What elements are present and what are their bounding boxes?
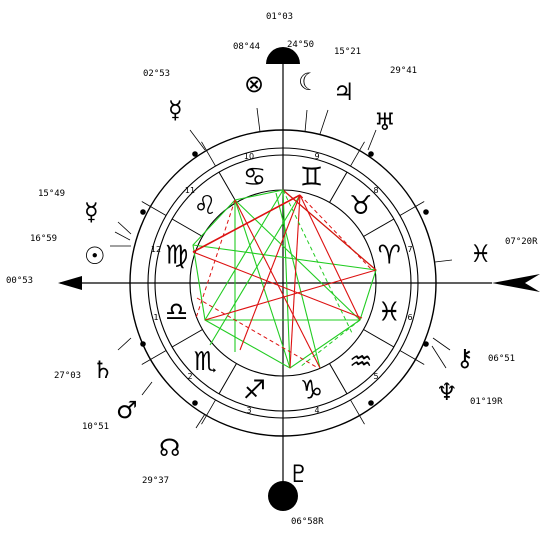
venus-icon: ☿ [84,198,99,226]
capricorn-icon: ♑ [300,375,323,405]
mc-marker-icon [266,47,300,64]
sign-divider [329,171,348,203]
house-number-10: 10 [244,152,254,161]
mercury-icon: ☿ [168,96,183,124]
part-of-fortune-degree: 08°44 [233,42,260,52]
house-number-9: 9 [314,152,319,161]
house-number-1: 1 [153,313,158,322]
pisces-planet-icon: ♓ [470,240,492,268]
house-cusp-line [201,399,216,425]
house-cusp-line [201,141,216,167]
sign-divider [218,363,237,395]
house-number-6: 6 [407,313,412,322]
house-number-4: 4 [314,406,319,415]
virgo-icon: ♍ [165,241,188,271]
house-cusp-line [350,399,365,425]
north-node-degree: 29°37 [142,476,169,486]
moon-icon: ☾ [298,68,320,96]
pluto-degree: 06°58R [291,517,324,527]
sign-divider [171,329,203,348]
house-number-3: 3 [246,406,251,415]
sagittarius-icon: ♐ [243,375,266,405]
sun-degree: 16°59 [30,234,57,244]
house-cusp-line [141,201,167,216]
uranus-degree: 29°41 [390,66,417,76]
aries-icon: ♈ [378,241,401,271]
aspect-lines [192,189,377,369]
house-number-11: 11 [185,186,195,195]
leo-icon: ♌ [194,191,217,221]
planet-pointers [110,107,453,456]
house-cusp-line [399,201,425,216]
mc-degree: 01°03 [266,12,293,22]
jupiter-icon: ♃ [333,78,355,106]
venus-degree: 15°49 [38,189,65,199]
part-of-fortune-icon: ⊗ [244,70,264,98]
pluto-icon: ♇ [288,460,310,488]
sign-divider [218,171,237,203]
saturn-degree: 27°03 [54,371,81,381]
jupiter-degree: 24°50 [287,40,314,50]
house-cusp-line [399,350,425,365]
ic-marker-icon [268,481,298,511]
taurus-icon: ♉ [349,191,372,221]
neptune-icon: ♆ [436,378,458,406]
mars-degree: 10°51 [82,422,109,432]
house-number-5: 5 [373,372,378,381]
cancer-icon: ♋ [243,163,266,193]
libra-icon: ♎ [165,298,188,328]
asc-degree: 00°53 [6,276,33,286]
aquarius-icon: ♒ [349,347,372,377]
pisces-planet-degree: 07°20R [505,237,538,247]
sign-divider [363,218,395,237]
asc-arrow-icon [58,276,82,290]
outer-ring-dots [140,151,429,406]
uranus-icon: ♅ [374,108,396,136]
moon-degree: 15°21 [334,47,361,57]
scorpio-icon: ♏ [194,347,217,377]
sign-divider [171,218,203,237]
mars-icon: ♂ [116,396,138,424]
house-cusp-line [350,141,365,167]
sign-divider [329,363,348,395]
chiron-degree: 06°51 [488,354,515,364]
mercury-degree: 02°53 [143,69,170,79]
sign-divider [363,329,395,348]
gemini-icon: ♊ [300,163,323,193]
house-number-12: 12 [151,245,161,254]
neptune-degree: 01°19R [470,397,503,407]
sun-icon: ☉ [84,242,106,270]
zodiac-signs: ♈♉ ♊ ♋ ♌♍ ♎♏ ♐ ♑ ♒♓ [165,163,401,406]
dsc-arrow-icon [492,274,540,292]
saturn-icon: ♄ [92,356,114,384]
aspect-polygon-harmonious [192,189,377,369]
house-number-8: 8 [373,186,378,195]
pisces-icon: ♓ [378,298,401,328]
house-number-2: 2 [187,372,192,381]
house-number-7: 7 [407,245,412,254]
north-node-icon: ☊ [159,434,180,462]
house-cusp-line [141,350,167,365]
chiron-icon: ⚷ [456,344,474,372]
